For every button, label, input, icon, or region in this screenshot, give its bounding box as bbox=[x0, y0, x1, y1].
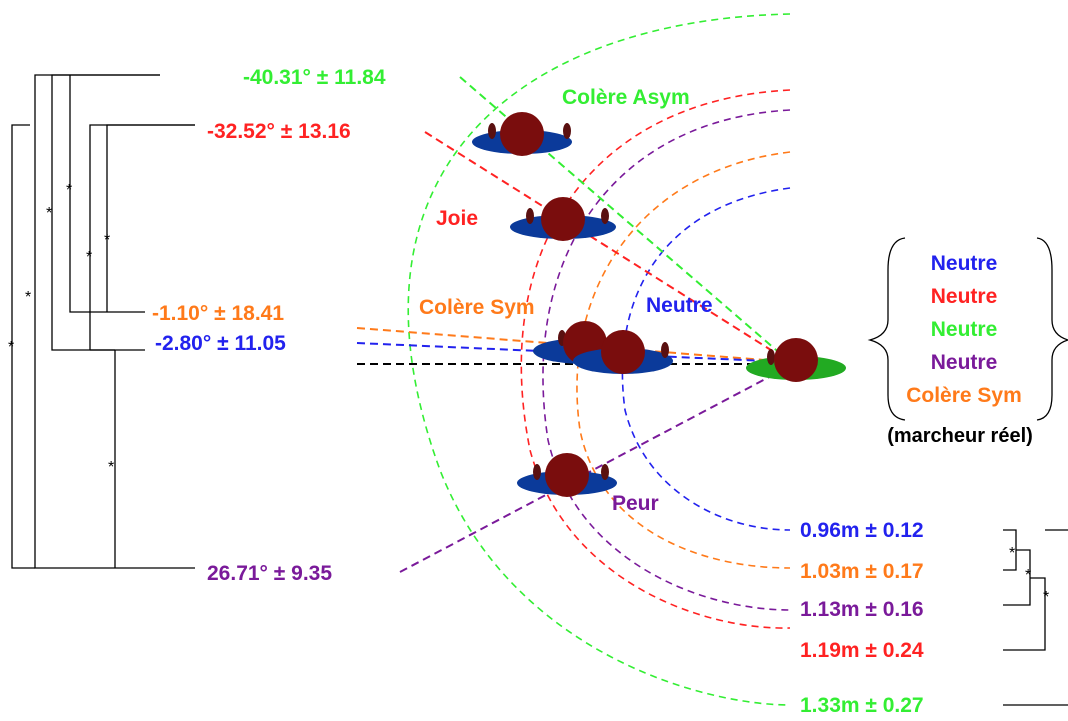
label-colere-sym: Colère Sym bbox=[419, 296, 535, 319]
virtual-walkers bbox=[472, 112, 846, 497]
distance-green: 1.33m ± 0.27 bbox=[800, 694, 924, 717]
distance-significance-stars: * * * bbox=[1009, 545, 1049, 606]
avatar-neutre bbox=[573, 330, 673, 374]
distance-orange: 1.03m ± 0.17 bbox=[800, 560, 924, 583]
arc-blue bbox=[621, 187, 791, 531]
avatar-peur bbox=[517, 453, 617, 497]
arc-red bbox=[520, 89, 791, 629]
real-neutre-blue: Neutre bbox=[931, 252, 998, 275]
ray-purple bbox=[399, 365, 791, 573]
ray-red bbox=[424, 131, 791, 363]
label-joie: Joie bbox=[436, 207, 478, 230]
angle-significance-tree bbox=[11, 74, 195, 569]
distance-arcs bbox=[407, 13, 791, 706]
star-g: * bbox=[108, 459, 114, 476]
real-walker-legend: Neutre Neutre Neutre Neutre Colère Sym (… bbox=[867, 237, 1068, 447]
star-j: * bbox=[1043, 589, 1049, 606]
star-b: * bbox=[46, 205, 52, 222]
star-h: * bbox=[1009, 545, 1015, 562]
star-i: * bbox=[1025, 567, 1031, 584]
label-colere-asym: Colère Asym bbox=[562, 86, 690, 109]
real-neutre-red: Neutre bbox=[931, 285, 998, 308]
avatar-real-walker bbox=[746, 338, 846, 382]
angle-blue: -2.80° ± 11.05 bbox=[155, 332, 286, 355]
distance-red: 1.19m ± 0.24 bbox=[800, 639, 924, 662]
star-a: * bbox=[66, 182, 72, 199]
avatar-colere-asym bbox=[472, 112, 572, 156]
star-f: * bbox=[8, 339, 14, 356]
real-walker-caption: (marcheur réel) bbox=[887, 425, 1033, 447]
label-neutre: Neutre bbox=[646, 294, 713, 317]
avatar-joie bbox=[510, 197, 616, 241]
angle-orange: -1.10° ± 18.41 bbox=[152, 302, 284, 325]
arc-purple bbox=[542, 109, 791, 611]
distance-purple: 1.13m ± 0.16 bbox=[800, 598, 924, 621]
angle-purple: 26.71° ± 9.35 bbox=[207, 562, 332, 585]
distance-blue: 0.96m ± 0.12 bbox=[800, 519, 924, 542]
label-peur: Peur bbox=[612, 492, 659, 515]
right-brace bbox=[1036, 237, 1068, 421]
arc-orange bbox=[576, 151, 791, 569]
angle-significance-stars: * * * * * * * bbox=[8, 182, 114, 476]
left-brace bbox=[867, 237, 906, 421]
angle-green: -40.31° ± 11.84 bbox=[243, 66, 386, 89]
ray-blue bbox=[356, 342, 791, 363]
distance-significance-tree bbox=[1003, 529, 1068, 706]
real-colere-sym: Colère Sym bbox=[906, 384, 1022, 407]
real-neutre-purple: Neutre bbox=[931, 351, 998, 374]
real-neutre-green: Neutre bbox=[931, 318, 998, 341]
angle-red: -32.52° ± 13.16 bbox=[207, 120, 351, 143]
star-d: * bbox=[86, 249, 92, 266]
star-c: * bbox=[104, 232, 110, 249]
star-e: * bbox=[25, 289, 31, 306]
ray-orange bbox=[356, 327, 791, 363]
arc-green bbox=[407, 13, 791, 706]
